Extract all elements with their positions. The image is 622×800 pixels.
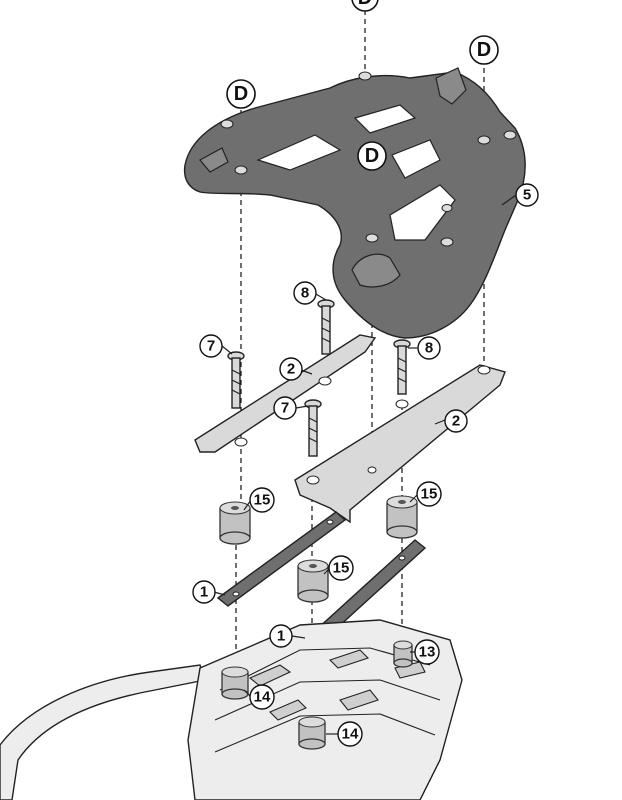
svg-text:1: 1 (277, 628, 285, 645)
callout-d-left: D (226, 79, 256, 109)
spacer-13 (393, 640, 413, 668)
strip-1-left (216, 511, 347, 607)
callout-14-left: 14 (249, 684, 275, 710)
svg-text:15: 15 (333, 560, 350, 577)
callout-7-left: 7 (199, 334, 223, 358)
svg-text:7: 7 (281, 400, 289, 417)
callout-1-left: 1 (192, 580, 216, 604)
callout-15-left: 15 (249, 487, 275, 513)
motorcycle-rear-carrier (0, 619, 463, 800)
svg-text:14: 14 (254, 689, 271, 706)
callout-2-right: 2 (444, 409, 468, 433)
svg-text:15: 15 (254, 492, 271, 509)
callout-8-right: 8 (417, 336, 441, 360)
callout-15-center: 15 (328, 555, 354, 581)
callout-d-right: D (469, 35, 499, 65)
svg-text:8: 8 (301, 285, 309, 302)
callout-1-right: 1 (269, 624, 293, 648)
spacer-15-left (219, 501, 251, 545)
svg-text:D: D (234, 83, 248, 105)
spacer-14-center (298, 716, 326, 750)
spacer-14-left (221, 666, 249, 700)
svg-text:5: 5 (523, 187, 531, 204)
callout-7-center: 7 (273, 396, 297, 420)
callout-13: 13 (414, 639, 440, 665)
screw-7-center (304, 399, 322, 457)
svg-text:2: 2 (452, 413, 460, 430)
svg-text:D: D (358, 0, 372, 9)
callout-d-center: D (357, 141, 387, 171)
screw-8-left (317, 299, 335, 355)
screw-7-left (227, 351, 245, 409)
spacer-15-right (386, 495, 418, 539)
callout-14-center: 14 (337, 721, 363, 747)
spacer-15-center (297, 559, 329, 603)
top-rack-plate (183, 67, 526, 339)
svg-text:13: 13 (419, 644, 436, 661)
callout-d-top: D (351, 0, 379, 12)
svg-text:14: 14 (342, 726, 359, 743)
svg-text:D: D (477, 39, 491, 61)
bracket-2-left (194, 334, 377, 453)
svg-text:D: D (365, 145, 379, 167)
bracket-2-right (294, 364, 506, 524)
callout-2-left: 2 (279, 357, 303, 381)
svg-text:7: 7 (207, 338, 215, 355)
svg-text:2: 2 (287, 361, 295, 378)
callout-15-right: 15 (416, 481, 442, 507)
callout-8-left: 8 (293, 281, 317, 305)
screw-8-right (393, 339, 411, 395)
svg-text:8: 8 (425, 340, 433, 357)
callout-5: 5 (515, 183, 539, 207)
svg-text:1: 1 (200, 584, 208, 601)
svg-text:15: 15 (421, 486, 438, 503)
callout-leader-lines (213, 194, 517, 735)
